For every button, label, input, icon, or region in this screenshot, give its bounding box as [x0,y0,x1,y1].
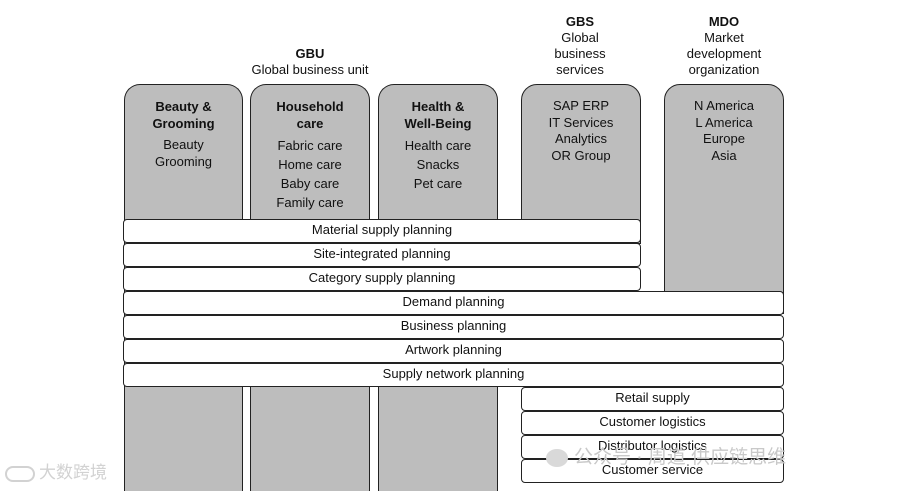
column-item: Snacks [416,157,460,172]
column-item: Home care [278,157,342,172]
column-household-care-text: Household care Fabric care Home care Bab… [250,98,370,212]
mdo-full-line-2: development [686,46,762,61]
column-title-line: Grooming [152,116,215,131]
gbu-full-name: Global business unit [251,62,369,77]
watermark-left: 大数跨境 [5,458,107,483]
column-title-line: Health & [411,99,465,114]
gbs-full-line-1: Global [561,30,599,45]
column-mdo-text: N America L America Europe Asia [664,98,784,164]
wechat-icon [546,448,568,467]
bar-supply-network-planning: Supply network planning [123,363,784,387]
column-item: L America [695,114,753,130]
column-mdo [664,84,784,314]
bar-retail-supply: Retail supply [521,387,784,411]
gbs-abbr: GBS [565,14,595,29]
column-item: Health care [404,138,472,153]
column-item: Family care [276,195,344,210]
column-item: Grooming [154,154,213,169]
column-gbs [521,84,641,244]
column-title-line: care [296,116,324,131]
gbs-full-line-2: business [554,46,606,61]
column-item: OR Group [551,147,611,163]
mdo-header: MDO Market development organization [664,14,784,78]
column-item: Analytics [554,131,608,146]
column-item: Fabric care [277,138,343,153]
bar-artwork-planning: Artwork planning [123,339,784,363]
gbs-full-line-3: services [556,62,604,77]
watermark-left-text: 大数跨境 [39,463,107,482]
gbs-header: GBS Global business services [520,14,640,78]
gbu-header: GBU Global business unit [230,46,390,78]
watermark-right-text: 公众号 · 周道 供应链思维 [574,447,787,468]
column-beauty-grooming-text: Beauty & Grooming Beauty Grooming [124,98,243,170]
column-item: IT Services [548,114,614,130]
watermark-right: 公众号 · 周道 供应链思维 [546,442,786,469]
column-item: Beauty [163,137,204,152]
brand-logo-icon [5,465,35,482]
mdo-abbr: MDO [708,14,740,29]
column-title-line: Beauty & [155,99,212,114]
column-item: Pet care [413,176,463,191]
column-health-wellbeing-text: Health & Well-Being Health care Snacks P… [378,98,498,193]
column-item: SAP ERP [552,98,610,113]
column-gbs-text: SAP ERP IT Services Analytics OR Group [521,98,641,164]
bar-site-integrated-planning: Site-integrated planning [123,243,641,267]
column-item: Baby care [280,176,340,191]
gbu-abbr: GBU [295,46,325,61]
column-item: N America [694,98,754,113]
bar-material-supply-planning: Material supply planning [123,219,641,243]
mdo-full-line-1: Market [704,30,744,45]
column-item: Asia [711,147,737,163]
bar-business-planning: Business planning [123,315,784,339]
bar-demand-planning: Demand planning [123,291,784,315]
column-title-line: Household [276,99,344,114]
mdo-full-line-3: organization [688,62,760,77]
column-title-line: Well-Being [404,116,472,131]
bar-customer-logistics: Customer logistics [521,411,784,435]
bar-category-supply-planning: Category supply planning [123,267,641,291]
column-item: Europe [703,131,745,146]
